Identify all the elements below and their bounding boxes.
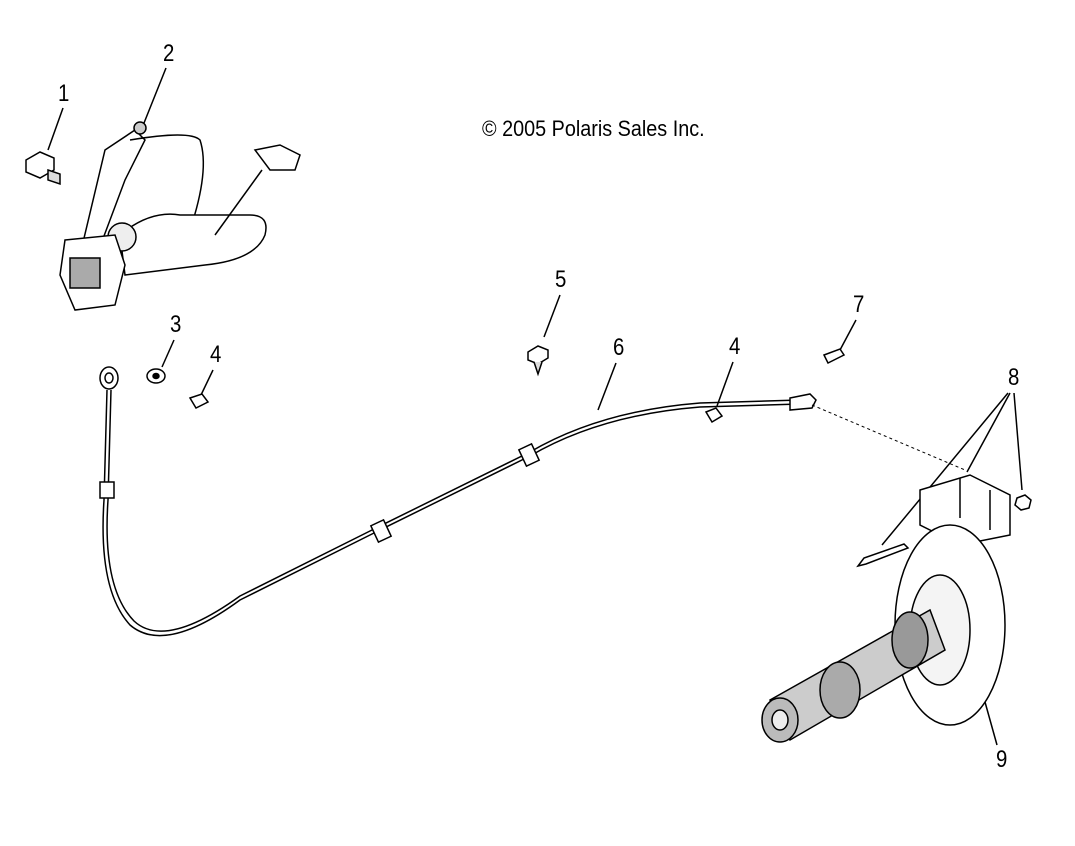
callout-4a: 4 bbox=[210, 341, 222, 368]
pin-part-7 bbox=[822, 348, 846, 365]
callout-7: 7 bbox=[853, 291, 865, 318]
assembly-path-line bbox=[811, 404, 966, 471]
brake-pedal-assembly-part-2 bbox=[59, 121, 301, 311]
copyright-notice: © 2005 Polaris Sales Inc. bbox=[482, 116, 705, 141]
callout-2: 2 bbox=[163, 40, 175, 67]
washer-part-3 bbox=[146, 368, 166, 384]
brake-cable-part-6 bbox=[99, 366, 817, 637]
callout-5: 5 bbox=[555, 266, 567, 293]
callout-6: 6 bbox=[613, 334, 625, 361]
callout-3: 3 bbox=[170, 311, 182, 338]
clip-part-4a bbox=[188, 393, 210, 409]
brake-disc-driveshaft-part-9 bbox=[761, 524, 1006, 743]
callout-4b: 4 bbox=[729, 333, 741, 360]
leader-lines bbox=[47, 67, 1023, 746]
clip-part-4b bbox=[704, 407, 724, 424]
bolt-part-1 bbox=[25, 151, 61, 186]
callout-1: 1 bbox=[58, 80, 70, 107]
callout-9: 9 bbox=[996, 746, 1008, 773]
callout-8: 8 bbox=[1008, 364, 1020, 391]
push-rivet-part-5 bbox=[527, 345, 549, 377]
